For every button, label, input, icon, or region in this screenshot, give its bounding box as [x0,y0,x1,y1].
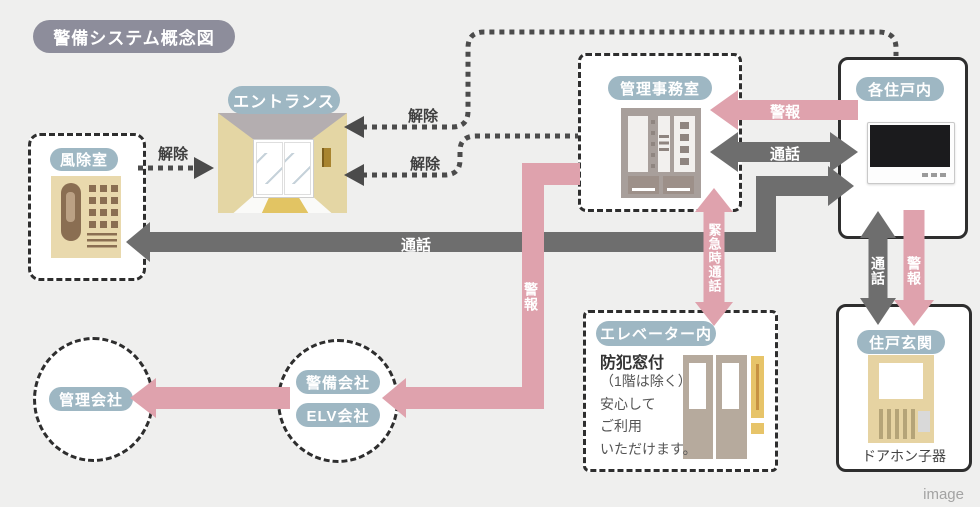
entry-label: 住戸玄関 [857,330,945,354]
elevator-door-icon [683,355,747,459]
keiho-dwelling-entry-label: 警報 [906,256,922,286]
entrance-label: エントランス [228,86,340,114]
security-mgmt-arrowhead [130,378,156,418]
security-company-circle: 警備会社 ELV会社 [277,339,399,463]
intercom-monitor-icon [867,122,955,184]
tsuwa-od-arrowhead-left [710,132,738,172]
doorphone-caption: ドアホン子器 [862,448,946,464]
office-label: 管理事務室 [608,76,712,100]
handrail-button-icon [751,423,764,434]
keiho-dwelling-office-arrowhead [710,90,738,130]
tsuwa-long-arrowhead-right [828,166,854,206]
tsuwa-office-dwelling-label: 通話 [769,146,800,163]
elevator-note-line: 安心して [600,395,656,412]
tsuwa-long-label: 通話 [400,237,431,254]
keiho-dwelling-office-label: 警報 [769,104,800,121]
kaijo-mid-label: 解除 [409,156,440,173]
doorphone-icon [868,355,934,443]
handrail-icon [751,356,764,418]
speaker-lines-icon [87,233,117,251]
keiho-security-arrowhead [382,378,406,418]
kaijo-mid-dashed-line [362,133,578,178]
elevator-note-line: ご利用 [600,418,642,434]
elevator-note-line: いただけます。 [600,440,697,457]
tsuwa-dwelling-entry-label: 通話 [870,256,886,286]
glass-doors-icon [252,139,315,198]
entrance-door-icon [218,113,347,213]
windbreak-box: 風除室 [28,133,146,281]
elevator-note: （1階は除く） 安心して ご利用 いただけます。 [600,370,697,460]
security-company-label: 警備会社 [296,370,380,394]
intercom-icon [51,176,121,258]
handset-icon [61,183,81,241]
elevator-box: エレベーター内 防犯窓付 （1階は除く） 安心して ご利用 いただけます。 [583,310,778,472]
kaijo-top-dashed-line [362,29,899,130]
dwelling-box: 各住戸内 [838,57,968,239]
elevator-label: エレベーター内 [596,321,716,346]
tsuwa-long-arrowhead-left [126,222,150,262]
tsuwa-od-arrowhead-right [830,132,858,172]
tsuwa-de-arrowhead-up [860,211,896,238]
mgmt-company-label: 管理会社 [49,387,133,411]
entry-box: 住戸玄関 ドアホン子器 [836,304,972,472]
keypad-icon [322,148,332,167]
elevator-note-line: （1階は除く） [600,373,692,389]
elv-company-label: ELV会社 [296,403,380,427]
mgmt-company-circle: 管理会社 [33,337,154,462]
kaijo-windbreak-arrowhead [194,157,214,179]
kinkyu-arrowhead-up [695,188,733,212]
kaijo-top-label: 解除 [407,108,438,125]
kinkyu-tsuwa-label: 緊急時通話 [706,223,722,293]
kaijo-windbreak-label: 解除 [157,146,188,163]
kaijo-mid-arrowhead [344,164,364,186]
control-panel-icon [621,108,701,198]
mat-shape [261,196,309,213]
watermark-text: image [923,486,964,503]
kaijo-top-arrowhead [344,116,364,138]
windbreak-label: 風除室 [50,148,118,171]
office-box: 管理事務室 [578,53,742,212]
keiho-de-arrowhead-down [894,300,934,326]
keiho-office-security-arrow [404,163,580,409]
tsuwa-de-arrowhead-down [860,298,896,325]
dwelling-label: 各住戸内 [856,77,944,101]
keiho-to-security-label: 警報 [523,282,539,312]
diagram-title-badge: 警備システム概念図 [33,20,235,53]
elevator-note-title: 防犯窓付 [600,355,665,372]
tsuwa-long-arrow [148,176,830,252]
kinkyu-arrowhead-down [695,302,733,326]
